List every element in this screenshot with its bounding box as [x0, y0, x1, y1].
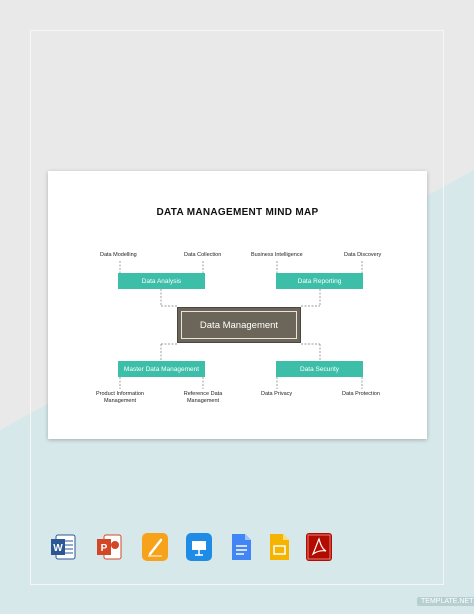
- branch-data-security: Data Security: [276, 361, 363, 377]
- leaf-data-modelling: Data Modelling: [100, 252, 137, 258]
- mind-map-document: DATA MANAGEMENT MIND MAP Data Modelli: [48, 171, 427, 439]
- word-icon[interactable]: W: [50, 533, 76, 561]
- branch-master-data-management: Master Data Management: [118, 361, 205, 377]
- svg-text:W: W: [53, 543, 63, 554]
- pages-icon[interactable]: [142, 533, 168, 561]
- leaf-data-privacy: Data Privacy: [261, 391, 293, 397]
- branch-data-analysis: Data Analysis: [118, 273, 205, 289]
- connector-lines: [119, 261, 363, 389]
- branch-data-reporting: Data Reporting: [276, 273, 363, 289]
- leaf-data-protection: Data Protection: [342, 391, 380, 397]
- format-icons-row: W P: [50, 533, 332, 561]
- leaf-data-collection: Data Collection: [184, 252, 222, 258]
- central-label: Data Management: [181, 311, 297, 339]
- watermark: TEMPLATE.NET: [417, 597, 474, 606]
- svg-text:P: P: [101, 543, 108, 554]
- page-title: DATA MANAGEMENT MIND MAP: [156, 207, 319, 218]
- leaf-business-intelligence: Business Intelligence: [251, 252, 303, 258]
- powerpoint-icon[interactable]: P: [96, 533, 122, 561]
- leaf-reference-data-management: Reference Data Management: [183, 391, 223, 404]
- leaf-data-discovery: Data Discovery: [344, 252, 382, 258]
- pdf-icon[interactable]: [306, 533, 332, 561]
- leaf-product-information-management: Product Information Management: [96, 391, 144, 404]
- outer-frame: [30, 30, 444, 585]
- google-docs-icon[interactable]: [228, 533, 254, 561]
- keynote-icon[interactable]: [186, 533, 212, 561]
- google-slides-icon[interactable]: [266, 533, 292, 561]
- central-node: Data Management: [177, 307, 301, 343]
